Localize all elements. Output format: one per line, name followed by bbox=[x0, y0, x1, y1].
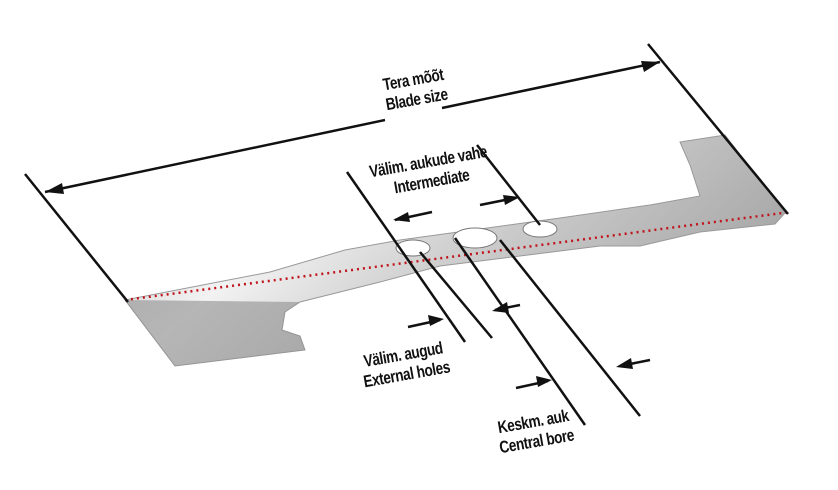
centerline bbox=[124, 210, 791, 302]
arrowheads bbox=[45, 61, 660, 387]
mower-blade bbox=[124, 134, 786, 367]
external-hole-right bbox=[522, 220, 558, 238]
central-bore-hole bbox=[452, 227, 498, 249]
